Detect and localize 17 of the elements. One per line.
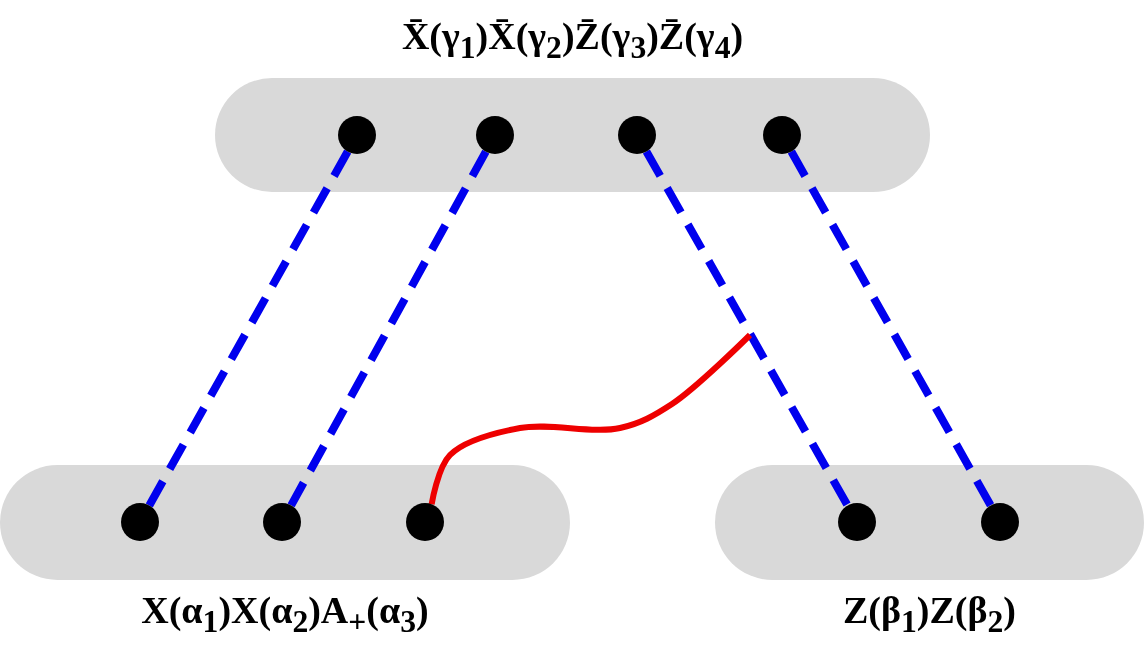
dashed-connector xyxy=(787,149,995,508)
node-dot xyxy=(121,503,159,541)
node-dot xyxy=(618,116,656,154)
node-dot xyxy=(763,116,801,154)
node-dot xyxy=(838,503,876,541)
node-dot xyxy=(981,503,1019,541)
node-dot xyxy=(338,116,376,154)
dashed-connector xyxy=(287,149,490,508)
group-label: Z(β$_{1}$)Z(β$_{2}$) xyxy=(842,588,1017,641)
curved-connector xyxy=(428,332,753,505)
node-dot xyxy=(406,503,444,541)
group-label: X(α$_{1}$)X(α$_{2}$)A$_{+}$(α$_{3}$) xyxy=(140,588,430,641)
node-dot xyxy=(263,503,301,541)
group-label: X̄(γ$_{1}$)X̄(γ$_{2}$)Z̄(γ$_{3}$)Z̄(γ$_{4}$) xyxy=(400,14,745,67)
node-dot xyxy=(476,116,514,154)
dashed-connector xyxy=(642,149,852,508)
dashed-connector xyxy=(145,149,352,508)
